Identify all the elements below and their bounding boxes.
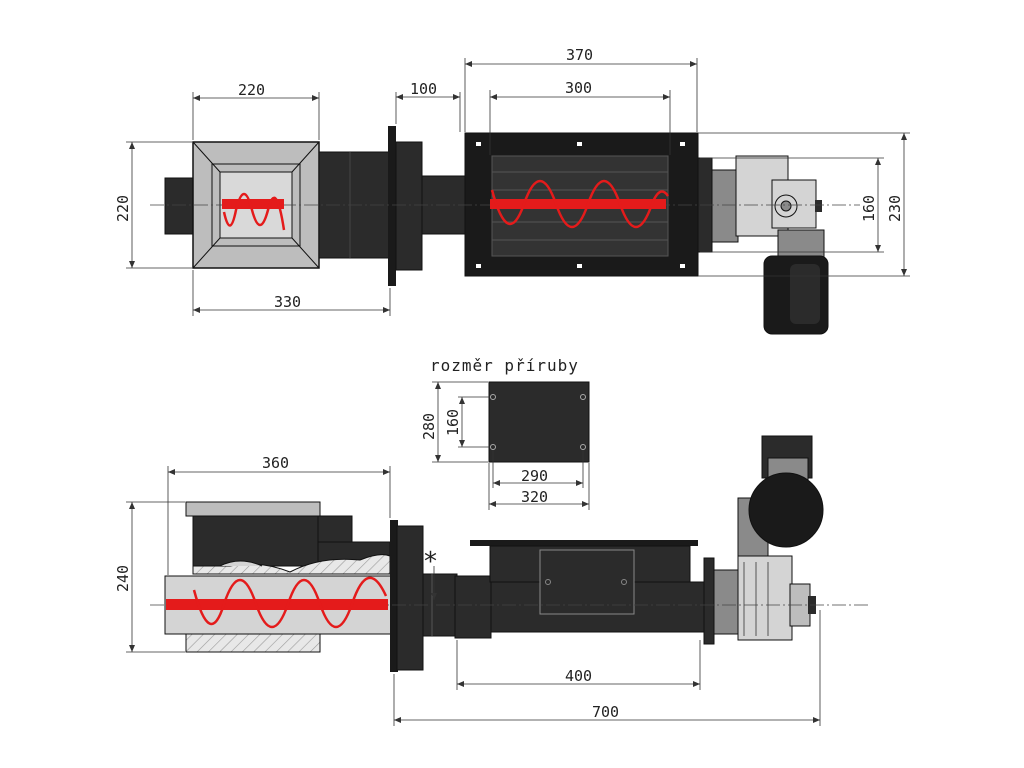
asterisk-marker: *: [424, 547, 437, 577]
dim-280: 280: [420, 413, 438, 440]
top-inlet-stub: [164, 177, 196, 235]
top-view: 370 300 220 100 220 330 160 230: [114, 46, 910, 335]
dim-320: 320: [521, 488, 548, 506]
dim-100: 100: [410, 80, 437, 98]
dim-360: 360: [262, 454, 289, 472]
side-housing-top-plate: [470, 540, 698, 546]
flange-plate: [488, 381, 590, 463]
dim-160-flange: 160: [444, 409, 462, 436]
side-hopper-body: [192, 515, 319, 567]
dim-160-right: 160: [860, 195, 878, 222]
top-dimensions: [126, 58, 910, 316]
side-hopper-top: [185, 501, 321, 517]
side-view: * 360 240 400 700: [114, 435, 870, 726]
top-screw-helix-right: [490, 180, 670, 228]
dim-700: 700: [592, 703, 619, 721]
top-screw-helix-left: [222, 192, 286, 231]
side-dimensions: [126, 466, 821, 726]
flange-detail: rozměr příruby 280 160 290 320: [420, 356, 590, 510]
side-motor: [748, 472, 824, 548]
top-screw-shaft-left: [222, 199, 284, 209]
dim-240: 240: [114, 565, 132, 592]
dim-230: 230: [886, 195, 904, 222]
side-flange-plate: [390, 520, 398, 672]
side-gearbox: [737, 555, 793, 641]
side-screw-helix: [192, 576, 388, 628]
dim-220-top: 220: [238, 81, 265, 99]
dim-220-left: 220: [114, 195, 132, 222]
top-screw-shaft-right: [490, 199, 666, 209]
side-screw-shaft: [166, 599, 388, 610]
flange-title: rozměr příruby: [430, 356, 579, 375]
side-inspection-window: [539, 549, 635, 615]
dim-370: 370: [566, 46, 593, 64]
top-bolt-holes: [476, 142, 685, 268]
dim-290: 290: [521, 467, 548, 485]
dim-400: 400: [565, 667, 592, 685]
dim-300: 300: [565, 79, 592, 97]
dim-330: 330: [274, 293, 301, 311]
top-flange-plate: [388, 126, 396, 286]
